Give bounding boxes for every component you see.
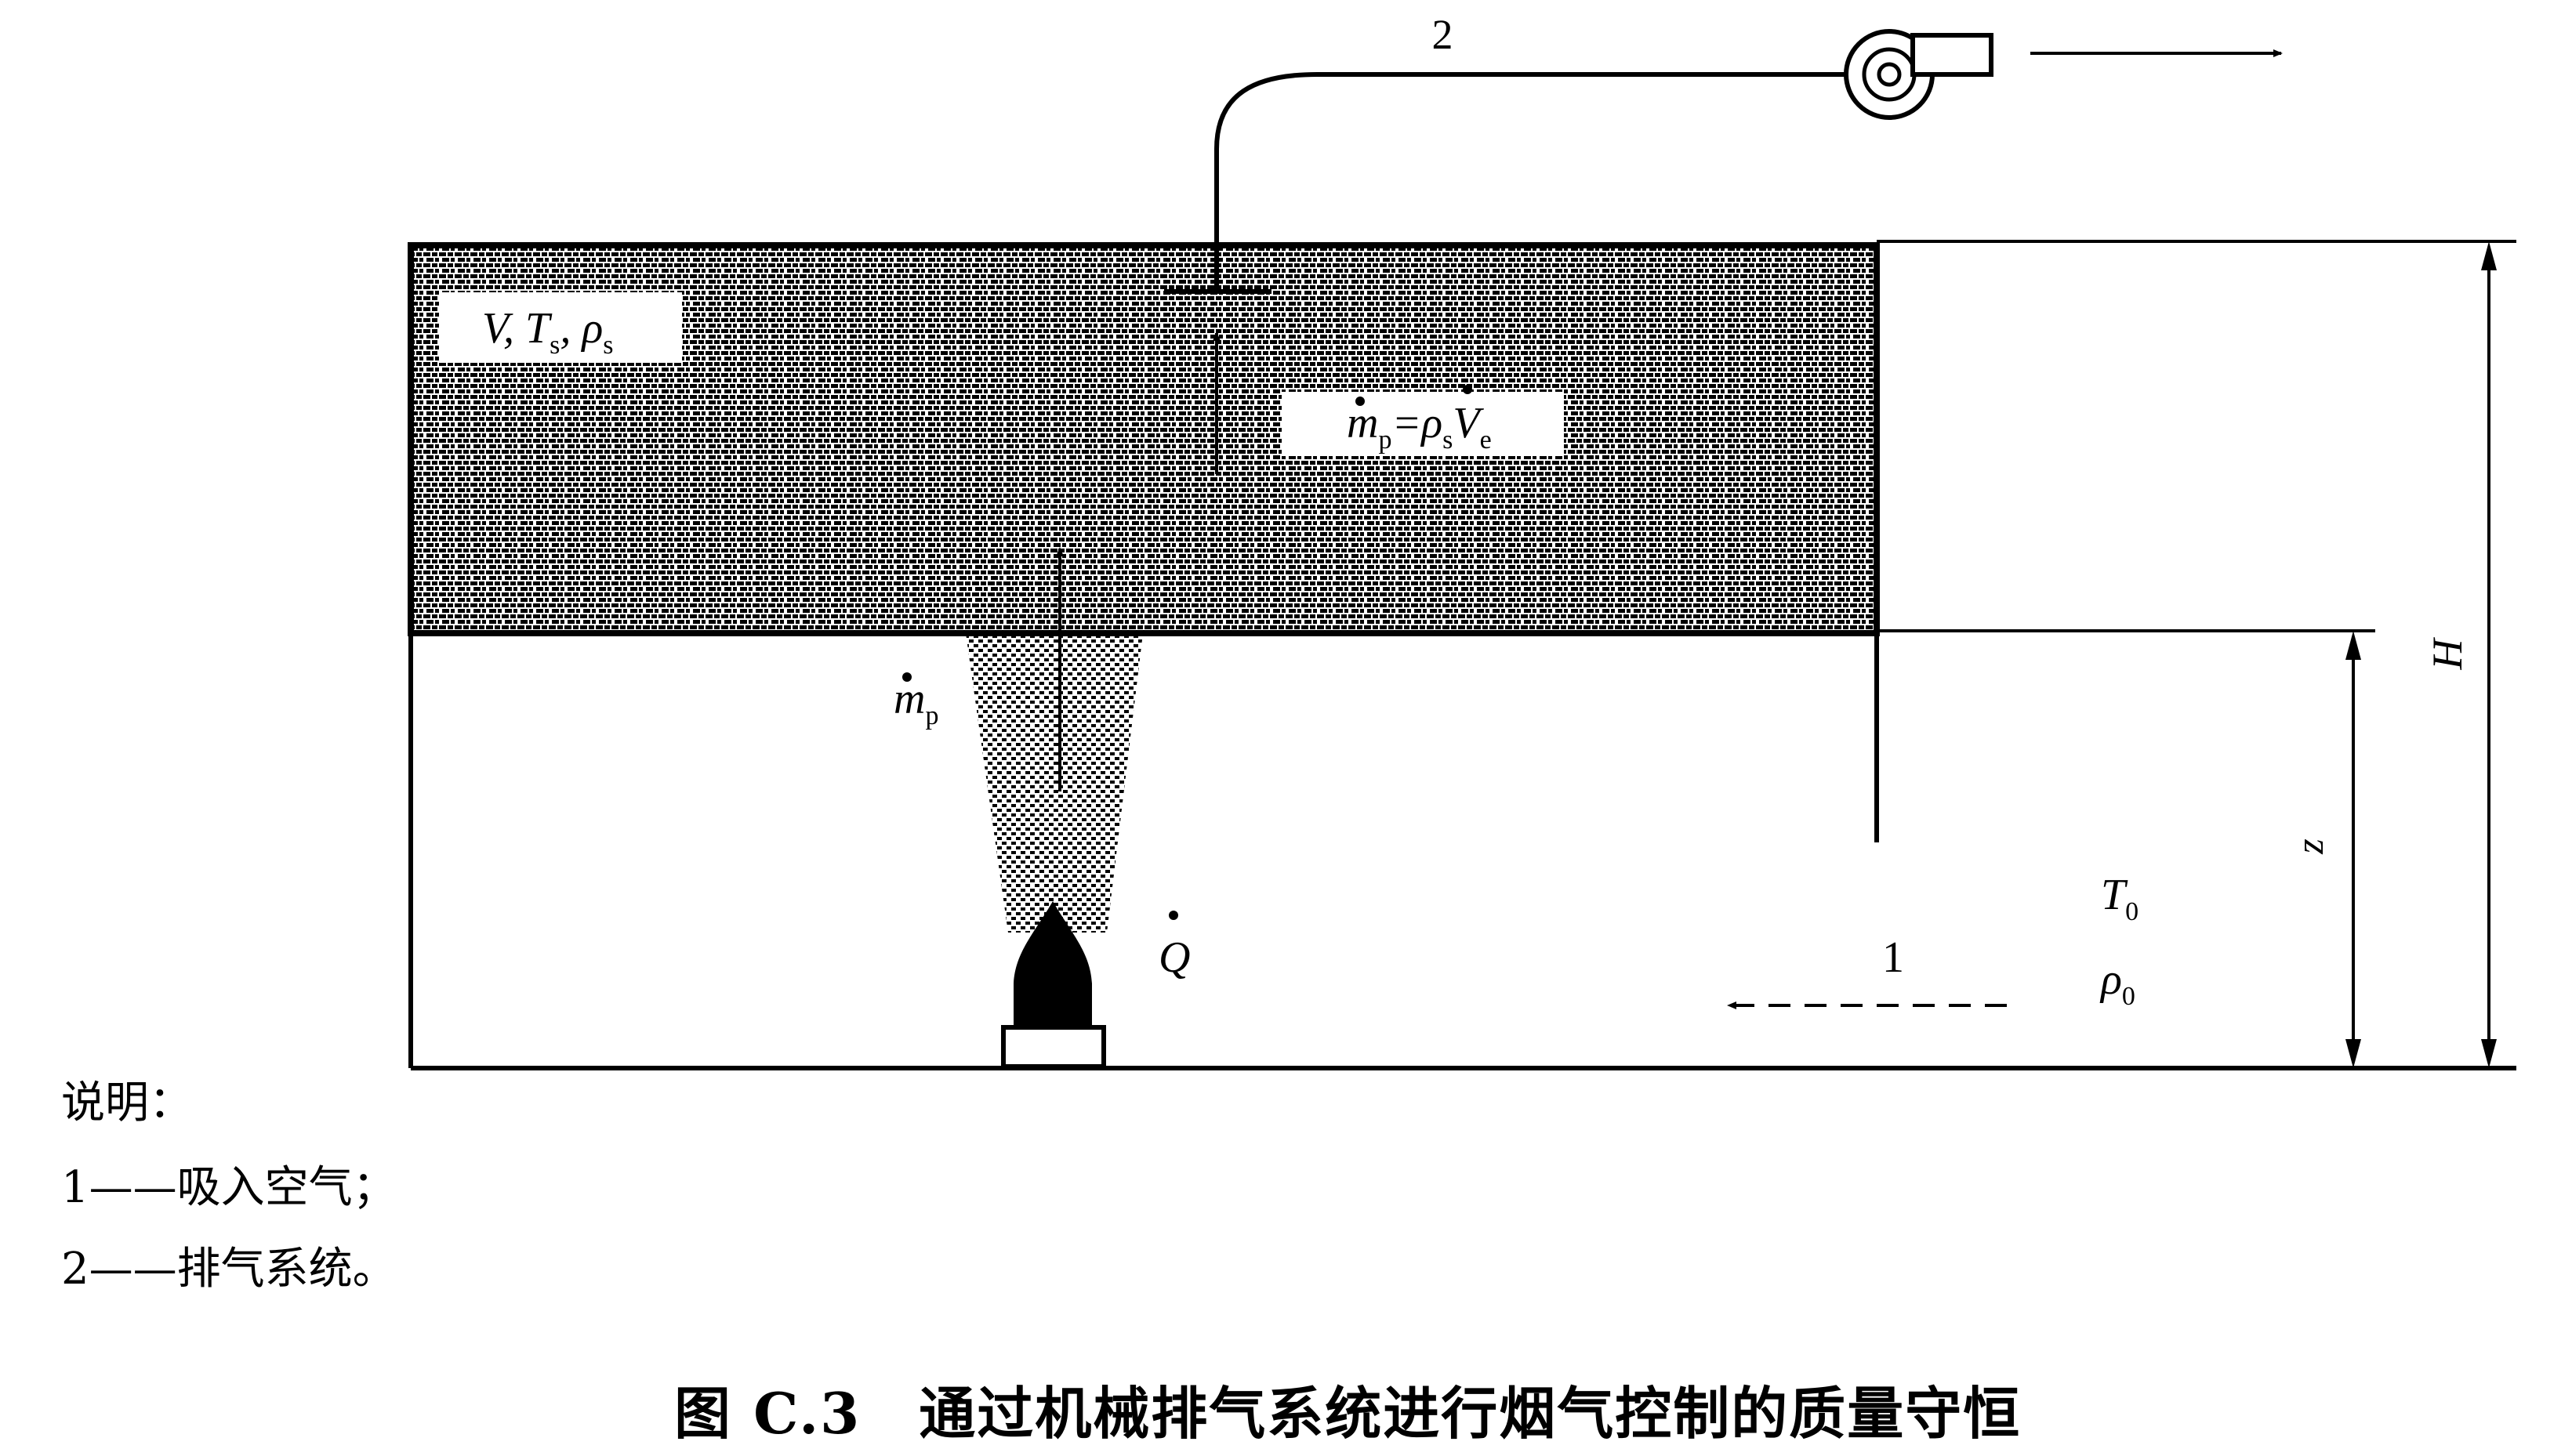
exhaust-number-label: 2 (1432, 11, 1453, 58)
height-H-label: H (2424, 637, 2471, 671)
fire-source-icon (1001, 901, 1106, 1069)
legend-item-exhaust-system: 2——排气系统。 (61, 1244, 397, 1295)
fan-icon (1844, 29, 1993, 120)
ambient-temp-label: T0 (2101, 871, 2138, 926)
plume-cone (966, 633, 1143, 933)
dimension-z (2345, 631, 2361, 1068)
heat-release-label: Q (1159, 911, 1190, 982)
svg-text:mp=ρsVe: mp=ρsVe (1347, 399, 1492, 455)
figure-caption: 图 C.3 通过机械排气系统进行烟气控制的质量守恒 (674, 1380, 2022, 1447)
flow-eq-box (1282, 392, 1564, 456)
legend-item-inlet-air: 1——吸入空气； (61, 1162, 397, 1213)
room (408, 240, 2516, 1070)
svg-text:mp: mp (894, 675, 938, 730)
layer-props-box (439, 292, 682, 363)
inlet-number-label: 1 (1882, 933, 1904, 982)
height-z-label: z (2287, 838, 2331, 854)
layer-props-label: V, Ts, ρs (482, 304, 614, 360)
svg-text:Q: Q (1159, 933, 1190, 982)
plume (960, 547, 1148, 933)
plume-mass-flow-label: mp (894, 672, 938, 730)
exhaust-duct (1214, 72, 1850, 290)
dimension-H (2481, 241, 2497, 1068)
legend-title: 说明： (61, 1078, 193, 1128)
ambient-density-label: ρ0 (2099, 955, 2135, 1011)
flow-equation-label: mp=ρsVe (1347, 385, 1492, 455)
exhaust-system (1164, 29, 2283, 474)
